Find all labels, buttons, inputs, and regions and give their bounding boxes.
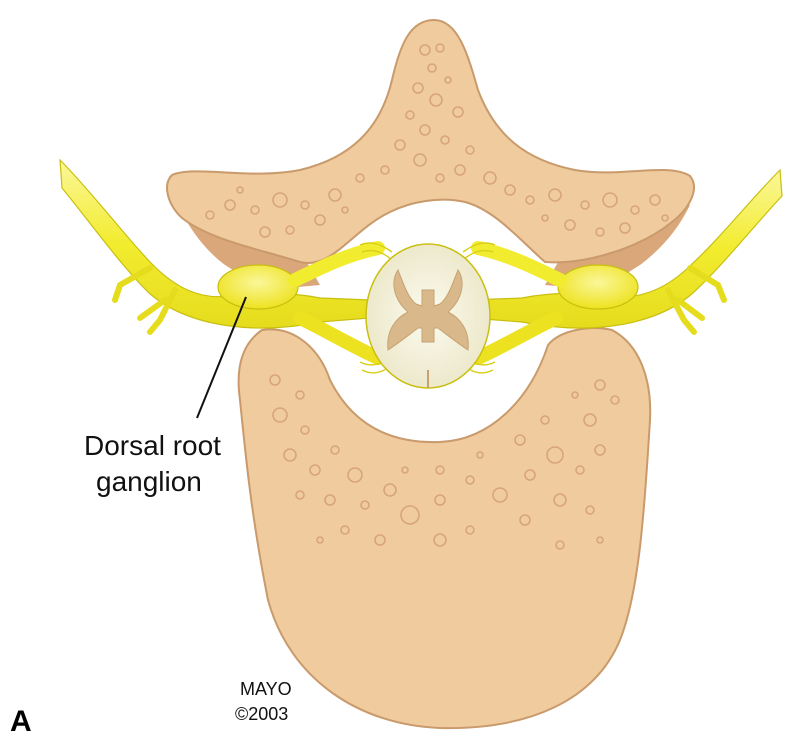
dorsal-root-ganglion-left xyxy=(218,265,298,309)
credit-mayo: MAYO xyxy=(240,679,292,699)
vertebral-arch xyxy=(167,20,694,263)
label-dorsal-root-ganglion-line1: Dorsal root xyxy=(84,430,221,461)
panel-letter: A xyxy=(10,705,32,738)
vertebral-body xyxy=(239,328,651,728)
dorsal-root-ganglion-right xyxy=(558,265,638,309)
label-dorsal-root-ganglion-line2: ganglion xyxy=(96,466,202,497)
credit-year: ©2003 xyxy=(235,704,288,724)
